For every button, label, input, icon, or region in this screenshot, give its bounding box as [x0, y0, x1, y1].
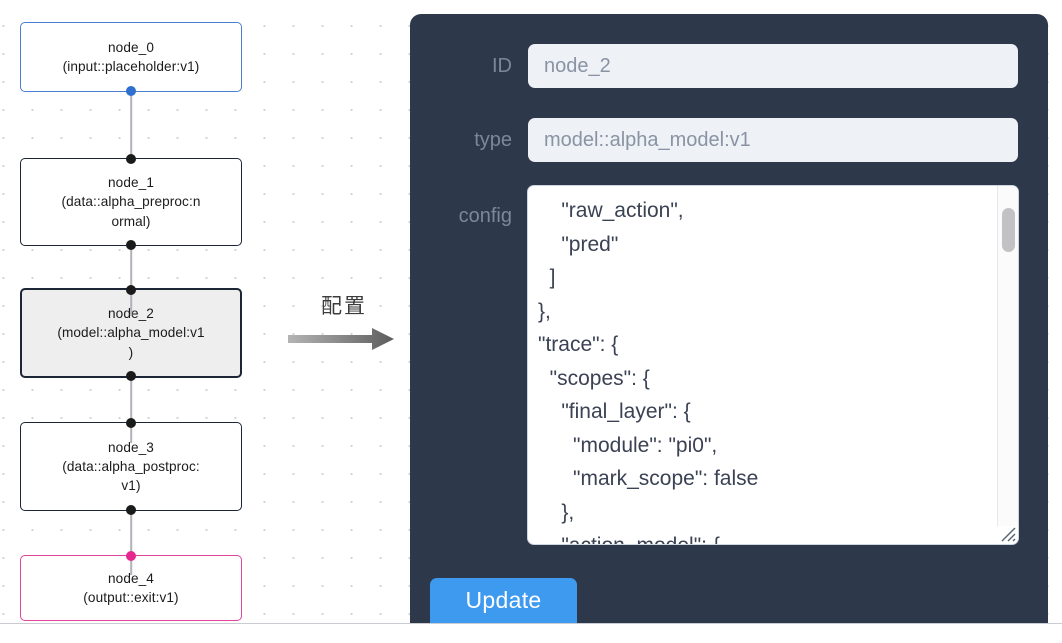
node-handle-top[interactable] — [126, 418, 136, 428]
field-row-config: config "raw_action", "pred" ] }, "trace"… — [410, 186, 1048, 544]
graph-node-label: node_1 (data::alpha_preproc:n ormal) — [61, 175, 201, 229]
graph-node-label: node_0 (input::placeholder:v1) — [62, 39, 200, 74]
edge-node2-node3 — [130, 377, 132, 443]
arrow-right-icon — [288, 328, 394, 350]
annotation-group: 配置 — [288, 296, 396, 351]
config-scrollbar[interactable] — [997, 186, 1018, 526]
config-panel: ID node_2 type model::alpha_model:v1 con… — [410, 14, 1048, 626]
node-handle-bottom[interactable] — [126, 505, 136, 515]
edge-node3-node4 — [130, 511, 132, 575]
update-button[interactable]: Update — [430, 578, 577, 626]
node-handle-bottom[interactable] — [126, 86, 136, 96]
id-input[interactable]: node_2 — [528, 44, 1018, 88]
config-textarea[interactable]: "raw_action", "pred" ] }, "trace": { "sc… — [538, 199, 759, 544]
graph-node-node_3[interactable]: node_3 (data::alpha_postproc: v1) — [20, 418, 242, 515]
id-label: ID — [492, 55, 512, 77]
field-row-id: ID node_2 — [410, 44, 1048, 88]
config-scrollbar-thumb[interactable] — [1002, 208, 1015, 252]
config-label: config — [458, 205, 512, 227]
node-handle-top[interactable] — [126, 285, 136, 295]
resize-grip-icon[interactable] — [998, 524, 1017, 543]
config-textarea-wrapper: "raw_action", "pred" ] }, "trace": { "sc… — [528, 186, 1018, 544]
edge-node1-node2 — [130, 246, 132, 316]
graph-node-label: node_3 (data::alpha_postproc: v1) — [62, 439, 200, 494]
node-handle-bottom[interactable] — [126, 240, 136, 250]
annotation-label: 配置 — [321, 294, 367, 318]
field-row-type: type model::alpha_model:v1 — [410, 118, 1048, 162]
graph-node-node_1[interactable]: node_1 (data::alpha_preproc:n ormal) — [20, 154, 242, 250]
edge-node0-node1 — [130, 92, 132, 158]
viewport-bottom-edge — [0, 623, 1062, 643]
graph-node-label: node_4 (output::exit:v1) — [83, 570, 179, 605]
type-input[interactable]: model::alpha_model:v1 — [528, 118, 1018, 162]
node-handle-top[interactable] — [126, 154, 136, 164]
graph-node-node_0[interactable]: node_0 (input::placeholder:v1) — [20, 22, 242, 96]
node-handle-top[interactable] — [126, 551, 136, 561]
graph-node-label: node_2 (model::alpha_model:v1 ) — [57, 306, 205, 360]
type-label: type — [474, 129, 512, 151]
node-handle-bottom[interactable] — [126, 371, 136, 381]
